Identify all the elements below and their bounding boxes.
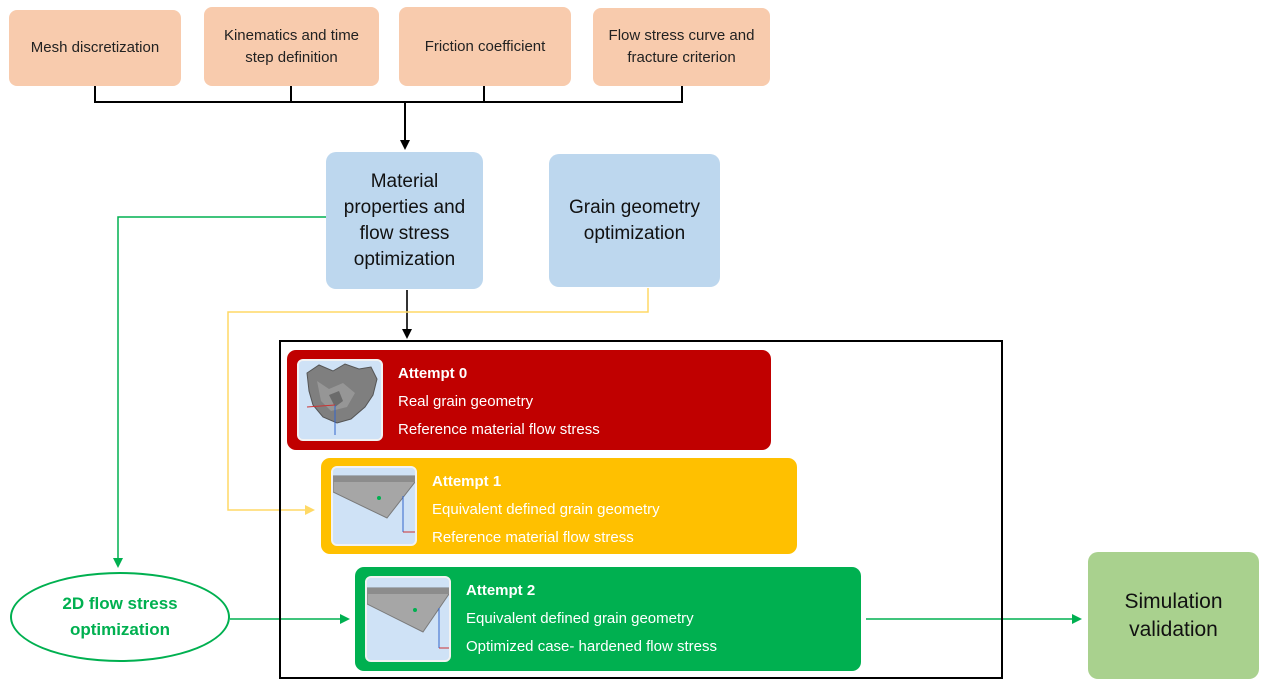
material-properties-box: Material properties and flow stress opti… bbox=[326, 152, 483, 289]
attempts-container bbox=[279, 340, 1003, 679]
attempt-2-box: Attempt 2 Equivalent defined grain geome… bbox=[355, 567, 861, 671]
attempt-2-line2: Optimized case- hardened flow stress bbox=[466, 638, 717, 655]
simulation-validation-box: Simulation validation bbox=[1088, 552, 1259, 679]
flow-stress-curve-box: Flow stress curve and fracture criterion bbox=[593, 8, 770, 86]
friction-coefficient-box: Friction coefficient bbox=[399, 7, 571, 86]
attempt-0-line1: Real grain geometry bbox=[398, 393, 534, 410]
attempt-1-thumbnail bbox=[331, 466, 417, 546]
attempt-2-thumbnail bbox=[365, 576, 451, 662]
mesh-discretization-box: Mesh discretization bbox=[9, 10, 181, 86]
material-properties-label: Material properties and flow stress opti… bbox=[343, 170, 466, 270]
real-grain-thumbnail bbox=[297, 359, 383, 441]
attempt-2-title: Attempt 2 bbox=[466, 582, 536, 599]
attempt-1-title: Attempt 1 bbox=[432, 473, 502, 490]
arrow-material-to-2d bbox=[113, 216, 326, 568]
input-bracket bbox=[94, 86, 683, 103]
mesh-discretization-label: Mesh discretization bbox=[30, 39, 160, 56]
attempt-0-line2: Reference material flow stress bbox=[398, 421, 600, 438]
attempt-1-line1: Equivalent defined grain geometry bbox=[432, 501, 660, 518]
grain-geometry-label: Grain geometry optimization bbox=[569, 196, 700, 244]
flow-stress-2d-ellipse: 2D flow stress optimization bbox=[10, 572, 230, 662]
attempt-0-box: Attempt 0 Real grain geometry Reference … bbox=[287, 350, 771, 450]
attempt-1-line2: Reference material flow stress bbox=[432, 529, 634, 546]
flow-stress-curve-label: Flow stress curve and fracture criterion bbox=[608, 27, 755, 66]
attempt-0-title: Attempt 0 bbox=[398, 365, 468, 382]
simulation-validation-label: Simulation validation bbox=[1124, 589, 1223, 641]
friction-coefficient-label: Friction coefficient bbox=[424, 37, 546, 55]
grain-geometry-box: Grain geometry optimization bbox=[549, 154, 720, 287]
kinematics-label: Kinematics and time step definition bbox=[223, 26, 360, 66]
attempt-2-line1: Equivalent defined grain geometry bbox=[466, 610, 694, 627]
kinematics-box: Kinematics and time step definition bbox=[204, 7, 379, 86]
flow-stress-2d-label: 2D flow stress optimization bbox=[62, 594, 178, 639]
attempt-1-box: Attempt 1 Equivalent defined grain geome… bbox=[321, 458, 797, 554]
arrow-grain-to-attempt1 bbox=[227, 288, 649, 515]
